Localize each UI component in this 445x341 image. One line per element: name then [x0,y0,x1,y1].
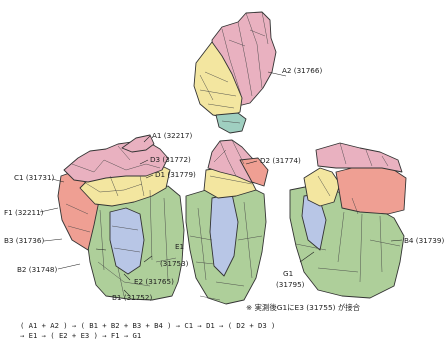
label-b2: B2 (31748) [17,266,57,273]
label-d3: D3 (31772) [150,156,191,163]
label-a1: A1 (32217) [152,132,192,139]
label-g1: G1 [283,270,293,277]
piece-middle-view [186,140,268,304]
refit-sequence-line-2: → E1 → ( E2 + E3 ) → F1 → G1 [20,332,141,339]
label-b1: B1 (31752) [112,294,152,301]
label-e1-number: (31753) [160,260,188,267]
label-b3: B3 (31736) [4,237,44,244]
label-e2: E2 (31765) [134,278,174,285]
piece-a2-view [194,12,276,133]
label-b4: B4 (31739) [404,237,444,244]
label-e1: E1 [175,243,184,250]
label-a2: A2 (31766) [282,67,322,74]
refit-sequence-line-1: ( A1 + A2 ) → ( B1 + B2 + B3 + B4 ) → C1… [20,322,275,329]
label-f1: F1 (32211) [4,209,43,216]
label-d2: D2 (31774) [260,157,301,164]
piece-right-view [290,143,406,298]
label-g1-number: (31795) [276,281,304,288]
refit-note: ※ 実測後G1にE3 (31755) が接合 [246,304,360,311]
label-c1: C1 (31731) [14,174,54,181]
label-d1: D1 (31779) [155,171,196,178]
